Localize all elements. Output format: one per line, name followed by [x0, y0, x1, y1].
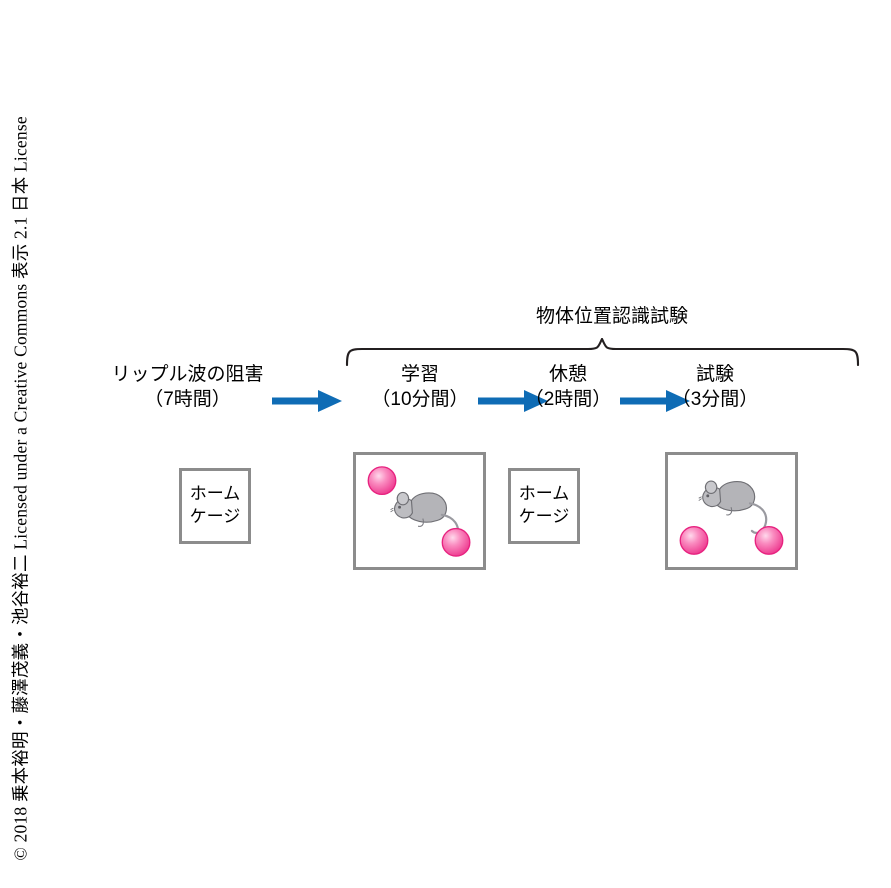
object-sphere	[441, 527, 471, 557]
stage-duration: （7時間）	[144, 389, 231, 411]
arena-box-learning	[353, 452, 486, 570]
arrow-right-icon	[620, 390, 690, 412]
stage-ripple-disruption: リップル波の阻害 （7時間）	[100, 362, 275, 412]
stage-title: 休憩	[548, 364, 587, 385]
stage-test: 試験 （3分間）	[640, 362, 790, 412]
home-cage-label-line1: ホーム	[189, 484, 241, 504]
mouse-icon	[390, 491, 459, 546]
object-sphere	[367, 466, 397, 496]
arrow-right-icon	[478, 390, 548, 412]
arrow-right-icon	[272, 390, 342, 412]
stage-learning: 学習 （10分間）	[345, 362, 495, 412]
home-cage-label-line1: ホーム	[518, 484, 570, 504]
group-bracket-icon	[345, 338, 860, 366]
stage-duration: （2時間）	[524, 389, 612, 411]
stage-duration: （10分間）	[371, 389, 469, 411]
home-cage-label: ホーム ケージ	[511, 483, 577, 529]
home-cage-label-line2: ケージ	[189, 507, 241, 526]
stage-title: 試験	[695, 364, 734, 385]
mouse-icon	[698, 480, 768, 534]
arena-contents-learning	[367, 466, 471, 557]
arena-box-test	[665, 452, 798, 570]
stage-title: リップル波の阻害	[111, 364, 264, 385]
stage-rest: 休憩 （2時間）	[493, 362, 643, 412]
home-cage-label-line2: ケージ	[518, 507, 570, 526]
home-cage-box-1: ホーム ケージ	[179, 468, 251, 544]
arena-contents-test	[679, 480, 784, 555]
stage-duration: （3分間）	[671, 389, 759, 411]
home-cage-box-2: ホーム ケージ	[508, 468, 580, 544]
bracket-group-label: 物体位置認識試験	[535, 306, 688, 327]
object-sphere	[754, 525, 784, 555]
stage-title: 学習	[400, 364, 439, 385]
home-cage-label: ホーム ケージ	[182, 483, 248, 529]
object-sphere	[679, 525, 709, 555]
